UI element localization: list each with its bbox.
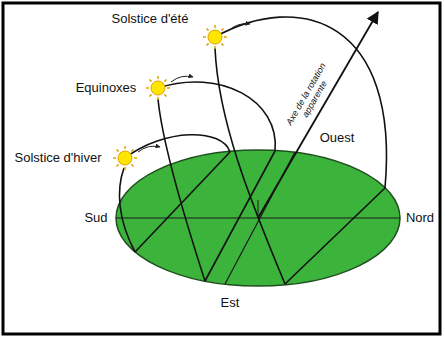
sun-symbols [113,25,227,170]
motion-arrows [138,24,250,152]
cardinal-label: Nord [406,211,434,225]
season-label: Equinoxes [76,81,137,95]
season-label: Solstice d'été [112,12,189,26]
sun-paths [119,17,386,284]
frame [3,3,440,334]
rotation-axis [258,12,378,218]
cardinal-label: Ouest [320,131,355,145]
cardinal-label: Sud [84,211,107,225]
season-label: Solstice d'hiver [14,151,101,165]
cardinal-label: Est [221,296,240,310]
